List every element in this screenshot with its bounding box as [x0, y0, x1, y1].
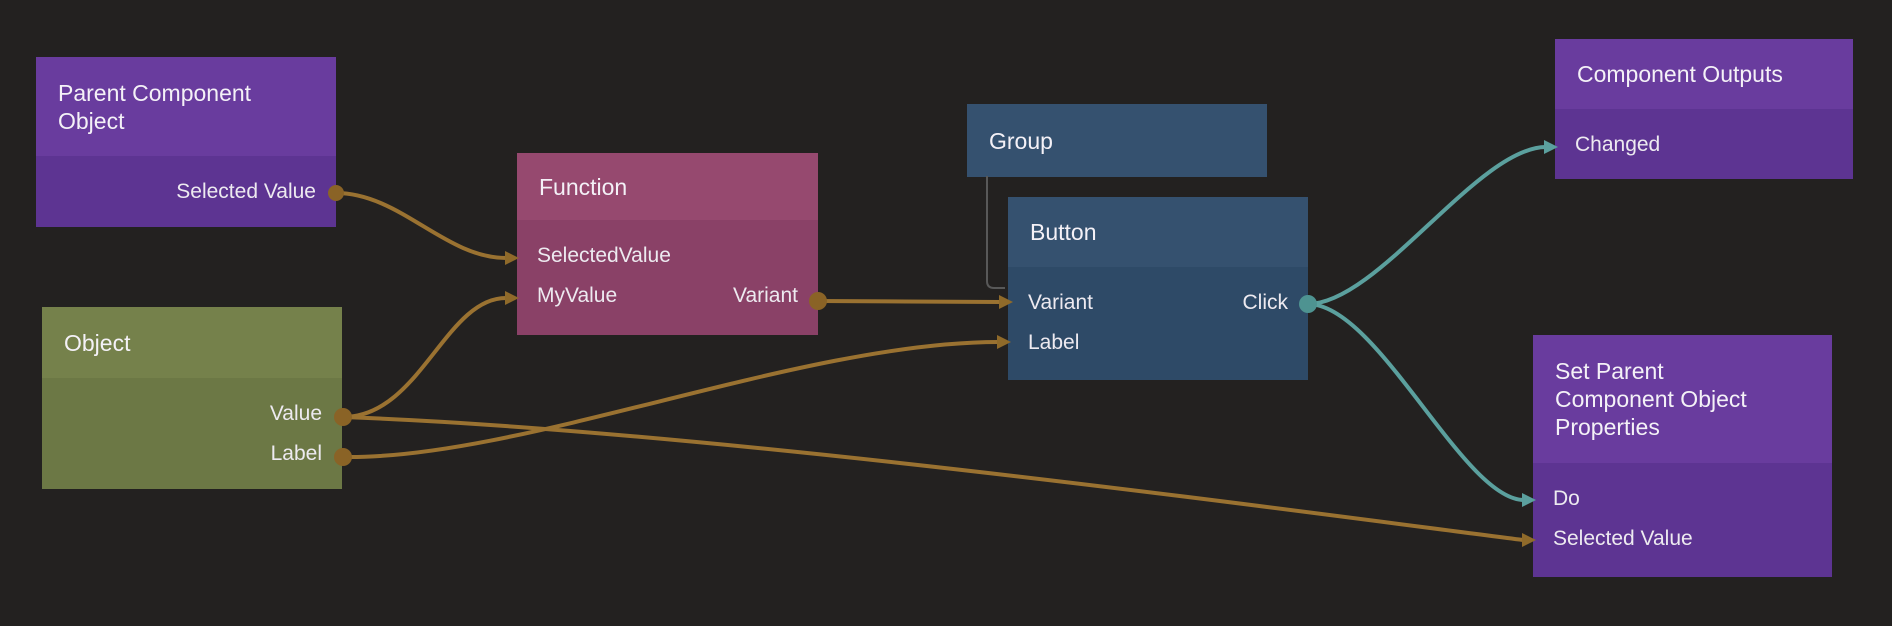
port-row: Variant Click [1008, 283, 1308, 323]
port-row: MyValue Variant [517, 276, 818, 316]
node-parent-component-object[interactable]: Parent Component Object Selected Value [36, 57, 336, 227]
node-function[interactable]: Function SelectedValue MyValue Variant [517, 153, 818, 335]
port-row: Label [42, 434, 342, 474]
input-port-variant[interactable]: Variant [1028, 291, 1093, 314]
node-object[interactable]: Object Value Label [42, 307, 342, 489]
input-port-myvalue[interactable]: MyValue [537, 284, 618, 307]
input-port-selectedvalue[interactable]: SelectedValue [537, 244, 671, 267]
node-title: Component Outputs [1555, 39, 1853, 109]
wire-parent-selected-value-to-function-selectedvalue[interactable] [335, 191, 507, 260]
port-row: Selected Value [1533, 519, 1832, 559]
output-port-variant[interactable]: Variant [733, 284, 798, 307]
wire-group-to-button-child-connector[interactable] [986, 176, 1005, 289]
wire-button-click-to-component-outputs-changed[interactable] [1307, 145, 1547, 306]
output-port-click[interactable]: Click [1242, 291, 1289, 314]
port-row: Changed [1555, 125, 1853, 165]
wire-object-label-to-button-label[interactable] [342, 340, 999, 460]
node-component-outputs[interactable]: Component Outputs Changed [1555, 39, 1853, 179]
node-title: Group [967, 104, 1267, 177]
wire-object-value-to-setparent-selected-value[interactable] [342, 415, 1524, 542]
port-row: Selected Value [36, 172, 336, 212]
node-set-parent-component-object-properties[interactable]: Set Parent Component Object Properties D… [1533, 335, 1832, 577]
port-row: Do [1533, 479, 1832, 519]
port-row: SelectedValue [517, 236, 818, 276]
output-port-selected-value[interactable]: Selected Value [176, 180, 316, 203]
wire-object-value-to-function-myvalue[interactable] [342, 296, 507, 419]
node-title: Object [42, 307, 342, 378]
wire-function-variant-to-button-variant[interactable] [817, 299, 1001, 304]
node-title: Button [1008, 197, 1308, 267]
port-row: Value [42, 394, 342, 434]
input-port-selected-value[interactable]: Selected Value [1553, 527, 1693, 550]
wire-button-click-to-setparent-do[interactable] [1307, 302, 1525, 502]
input-port-changed[interactable]: Changed [1575, 133, 1661, 156]
input-port-do[interactable]: Do [1553, 487, 1580, 510]
node-title: Parent Component Object [36, 57, 336, 156]
node-group[interactable]: Group [967, 104, 1267, 177]
output-port-label[interactable]: Label [270, 442, 322, 465]
input-port-label[interactable]: Label [1028, 331, 1080, 354]
node-title: Set Parent Component Object Properties [1533, 335, 1832, 463]
node-button[interactable]: Button Variant Click Label [1008, 197, 1308, 380]
port-row: Label [1008, 323, 1308, 363]
output-port-value[interactable]: Value [269, 402, 322, 425]
node-title: Function [517, 153, 818, 220]
